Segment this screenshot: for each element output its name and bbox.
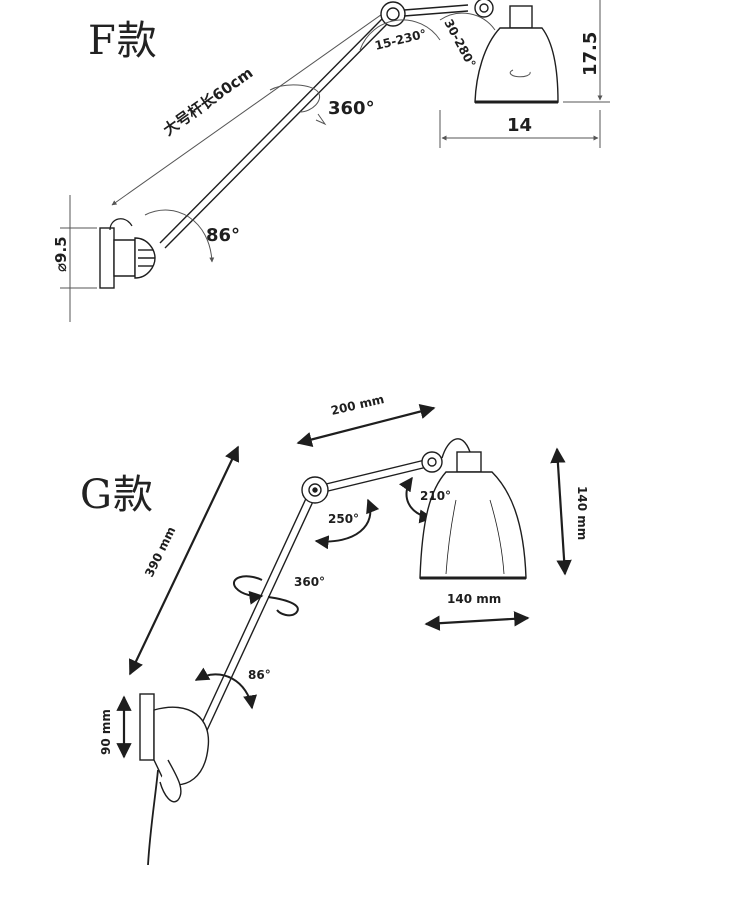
f-shade-arc [439,12,496,31]
g-rotation-label: 360° [294,575,325,589]
f-shade-range-label: 30-280° [441,17,478,70]
g-lower-arm-label: 390 mm [142,524,178,579]
g-shade [419,451,527,580]
f-base-diameter-label: ⌀9.5 [52,236,70,272]
f-rotation-indicator [269,84,327,126]
g-shade-width-dimension [424,611,530,631]
g-rotation-indicator [233,575,299,617]
g-shade-width-label: 140 mm [447,592,501,606]
g-elbow-label: 250° [328,512,359,526]
g-shade-height-label: 140 mm [575,486,589,540]
g-wall-mount [139,693,210,866]
f-arm [159,12,394,249]
f-shade-width-dimension [439,110,601,148]
g-diagram [116,403,572,866]
g-shade-joint [421,438,471,473]
g-upper-arm-label: 200 mm [330,392,386,418]
f-diagram [60,0,610,322]
g-elbow-arc [314,498,380,550]
f-shade-height-label: 17.5 [580,32,601,76]
section-f-title: F款 [88,18,158,64]
f-base-tilt-label: 86° [206,225,240,246]
f-elbow-arc [359,19,441,51]
g-elbow-joint [301,476,329,504]
g-shade-joint-label: 210° [420,489,451,503]
g-tilt-arc [194,667,257,710]
f-rotation-label: 360° [328,98,375,119]
f-arm-length-dimension [111,11,386,206]
g-upper-arm [321,459,428,493]
f-base-diameter-dimension [60,195,97,322]
g-lower-arm [195,491,317,740]
f-arm-length-label: 大号杆长60cm [160,64,256,140]
f-shade [474,5,559,104]
g-upper-arm-dimension [296,403,436,448]
f-tilt-arc [144,209,215,263]
g-lower-arm-dimension [129,445,239,676]
g-base-height-label: 90 mm [99,709,113,755]
g-shade-height-dimension [550,447,572,576]
g-base-tilt-label: 86° [248,668,271,682]
f-shade-height-dimension [563,0,610,103]
f-shade-width-label: 14 [507,115,532,136]
f-elbow-joint [380,0,494,27]
f-wall-mount [99,218,156,289]
